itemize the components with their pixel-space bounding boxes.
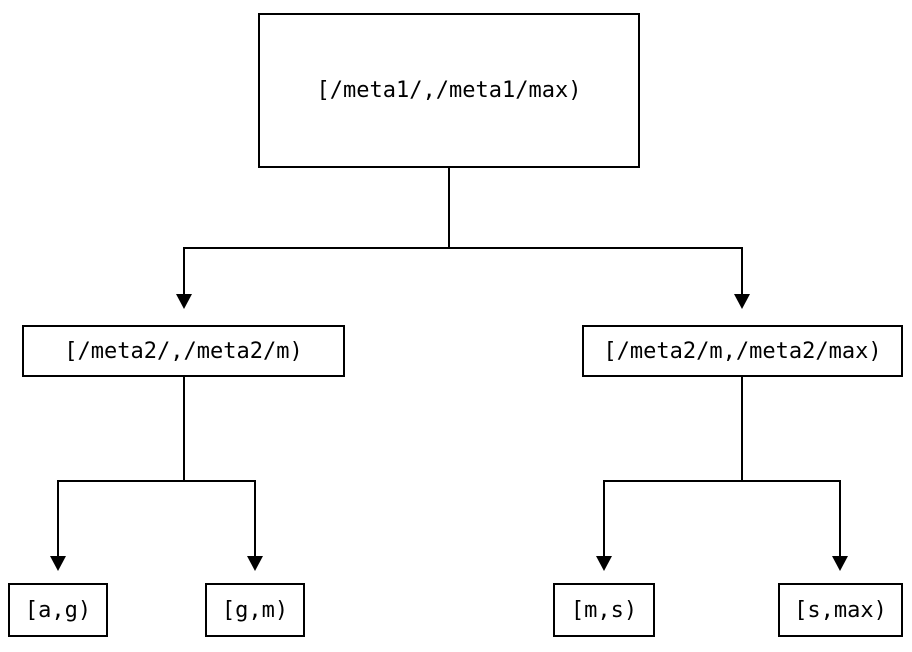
- node-root-label: [/meta1/,/meta1/max): [316, 78, 582, 103]
- node-leaf-ms-label: [m,s): [570, 597, 638, 623]
- arrowhead-right-mid: [734, 294, 750, 309]
- node-leaf-smax-label: [s,max): [794, 597, 887, 623]
- node-leaf-ag-label: [a,g): [24, 597, 92, 623]
- node-leaf-gm: [g,m): [205, 583, 305, 637]
- node-leaf-smax: [s,max): [778, 583, 903, 637]
- node-right-range-label: [/meta2/m,/meta2/max): [603, 338, 882, 364]
- arrowhead-leaf-gm: [247, 556, 263, 571]
- node-leaf-ms: [m,s): [553, 583, 655, 637]
- node-leaf-gm-label: [g,m): [221, 597, 289, 623]
- arrowhead-left-mid: [176, 294, 192, 309]
- node-root: [/meta1/,/meta1/max): [258, 13, 640, 168]
- node-leaf-ag: [a,g): [8, 583, 108, 637]
- node-right-range: [/meta2/m,/meta2/max): [582, 325, 903, 377]
- node-left-range: [/meta2/,/meta2/m): [22, 325, 345, 377]
- arrowhead-leaf-smax: [832, 556, 848, 571]
- node-left-range-label: [/meta2/,/meta2/m): [64, 338, 303, 364]
- arrowhead-leaf-ms: [596, 556, 612, 571]
- arrowhead-leaf-ag: [50, 556, 66, 571]
